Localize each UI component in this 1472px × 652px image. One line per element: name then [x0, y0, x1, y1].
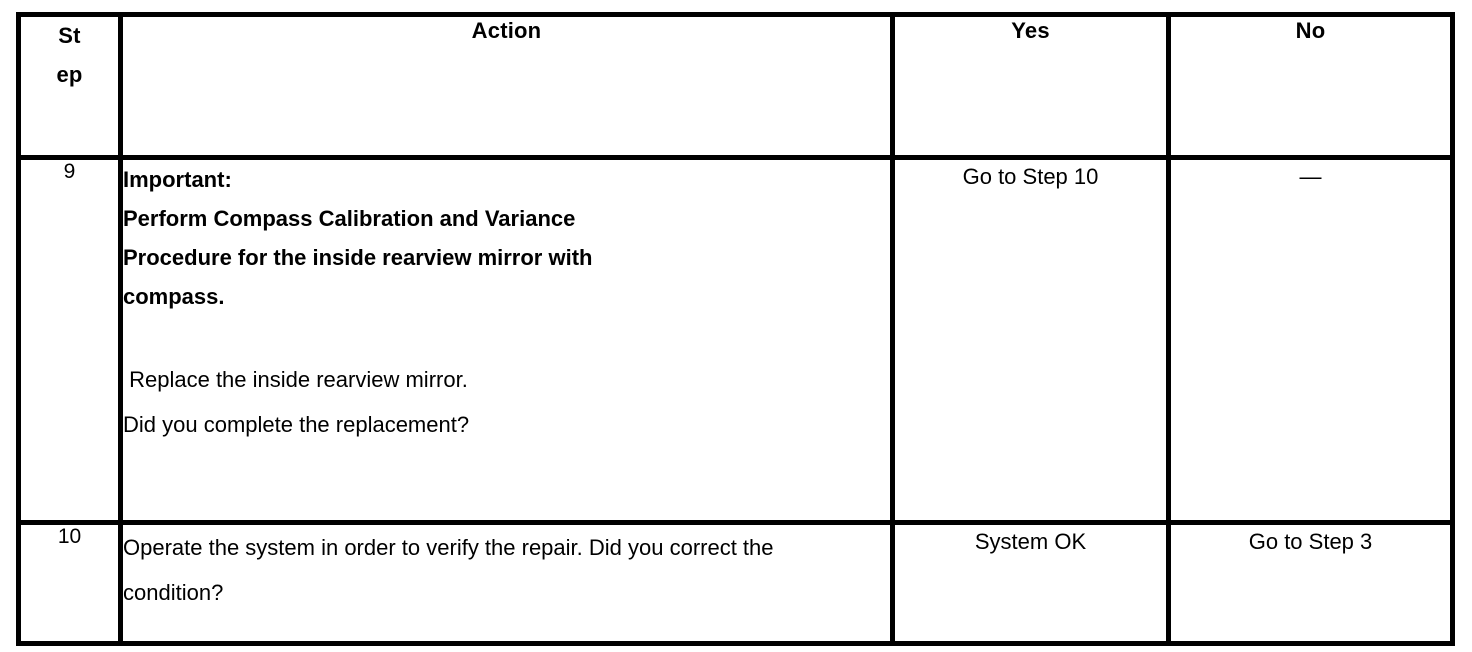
- action-text: Operate the system in order to verify th…: [123, 535, 774, 606]
- important-notice-line: Important:: [123, 167, 232, 192]
- column-header-yes: Yes: [892, 14, 1171, 160]
- no-answer: Go to Step 3: [1168, 522, 1453, 646]
- table-body: 9 Important: Perform Compass Calibration…: [18, 157, 1453, 646]
- column-header-no: No: [1168, 14, 1453, 160]
- important-notice: Important: Perform Compass Calibration a…: [123, 160, 890, 317]
- step-number: 10: [18, 522, 123, 646]
- paragraph-spacer: [123, 317, 890, 357]
- column-header-step: St ep: [18, 14, 123, 160]
- table-row: 10 Operate the system in order to verify…: [18, 522, 1453, 646]
- no-answer: —: [1168, 157, 1453, 525]
- column-header-step-line-1: St: [58, 23, 81, 48]
- action-cell: Operate the system in order to verify th…: [120, 522, 895, 646]
- table-row: 9 Important: Perform Compass Calibration…: [18, 157, 1453, 525]
- important-notice-line: Procedure for the inside rearview mirror…: [123, 245, 593, 271]
- action-cell: Important: Perform Compass Calibration a…: [120, 157, 895, 525]
- column-header-action: Action: [120, 14, 895, 160]
- action-instruction-line: Replace the inside rearview mirror.: [123, 366, 468, 392]
- action-instructions: Replace the inside rearview mirror. Did …: [123, 357, 890, 449]
- step-number: 9: [18, 157, 123, 525]
- yes-answer: Go to Step 10: [892, 157, 1171, 525]
- column-header-step-line-2: ep: [56, 61, 83, 87]
- action-instruction-line: Did you complete the replacement?: [123, 412, 470, 438]
- important-notice-line: compass.: [123, 284, 225, 310]
- important-notice-line: Perform Compass Calibration and Variance: [123, 206, 576, 232]
- table-header: St ep Action Yes No: [18, 14, 1453, 160]
- header-row: St ep Action Yes No: [18, 14, 1453, 160]
- yes-answer: System OK: [892, 522, 1171, 646]
- diagnostic-step-table: St ep Action Yes No 9 Important: Perform…: [16, 12, 1455, 646]
